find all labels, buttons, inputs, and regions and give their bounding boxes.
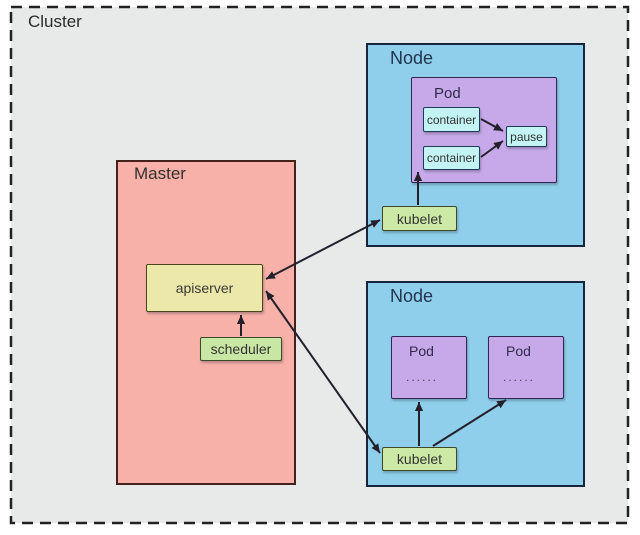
kubelet-box: kubelet (382, 447, 457, 471)
pod-ellipsis: ...... (503, 370, 536, 384)
node-top-label: Node (390, 48, 434, 68)
pod-label: Pod (434, 85, 461, 102)
cluster-label: Cluster (28, 12, 82, 31)
container-box: container (423, 146, 480, 170)
scheduler-box: scheduler (200, 337, 282, 361)
pause-label: pause (510, 129, 543, 144)
master-label: Master (134, 164, 186, 183)
pod-box: Pod ...... (488, 336, 564, 399)
container-label: container (426, 112, 477, 127)
kubelet-label: kubelet (396, 451, 443, 467)
node-bottom-label: Node (390, 286, 434, 306)
container-label: container (426, 151, 477, 165)
master-box (116, 160, 296, 485)
pod-box: Pod ...... (391, 336, 467, 399)
apiserver-box: apiserver (146, 264, 263, 312)
pod-label: Pod (409, 343, 434, 359)
scheduler-label: scheduler (210, 341, 272, 357)
container-box: container (423, 107, 480, 132)
pod-label: Pod (506, 343, 531, 359)
pod-ellipsis: ...... (406, 370, 439, 384)
pause-box: pause (506, 126, 547, 147)
apiserver-label: apiserver (175, 280, 234, 296)
kubelet-label: kubelet (396, 210, 443, 227)
kubelet-box: kubelet (382, 206, 457, 231)
